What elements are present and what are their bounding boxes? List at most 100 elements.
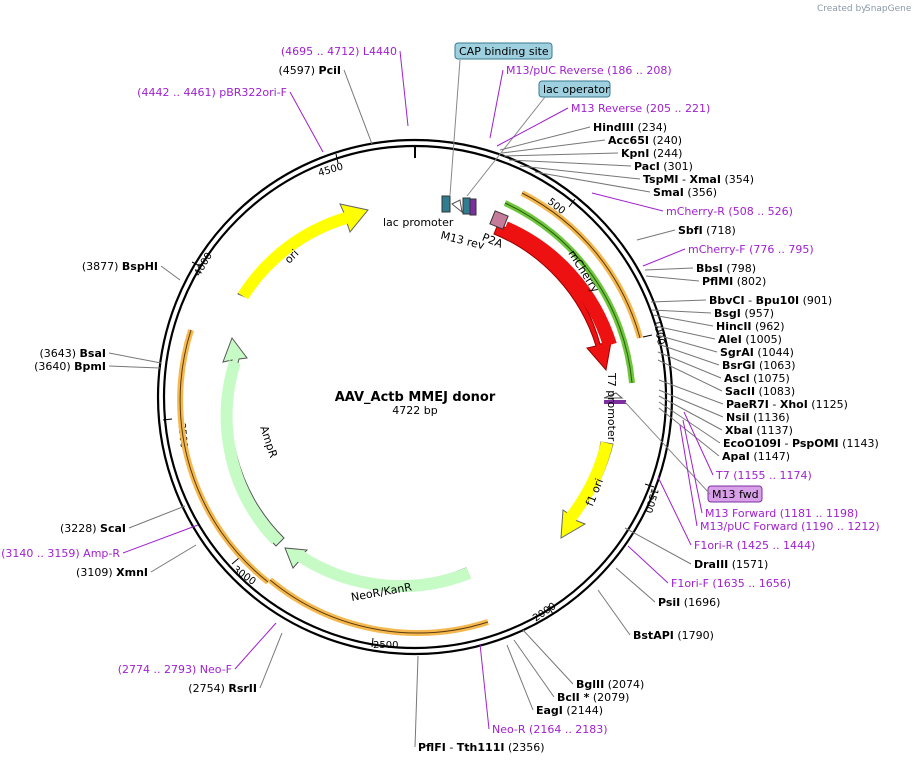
restriction-site-label: (2754) RsrII <box>188 682 257 695</box>
leader-right-38 <box>414 655 419 748</box>
plasmid-name: AAV_Actb MMEJ donor <box>335 390 496 405</box>
m13fwd-label: M13 fwd <box>712 488 759 501</box>
primer-label: M13/pUC Forward (1190 .. 1212) <box>700 520 880 533</box>
primer-label: (3140 .. 3159) Amp-R <box>1 547 120 560</box>
leader-right-29 <box>657 476 692 546</box>
leader-right-33 <box>597 589 631 636</box>
t7-promoter-feature[interactable] <box>604 400 626 404</box>
restriction-site-label: (4597) PciI <box>278 64 341 77</box>
leader-right-26 <box>683 411 714 476</box>
restriction-site-label: SmaI (356) <box>653 186 717 199</box>
restriction-site-label: BstAPI (1790) <box>633 629 714 642</box>
primer-label: M13/pUC Reverse (186 .. 208) <box>506 64 672 77</box>
restriction-site-label: HindIII (234) <box>593 121 667 134</box>
leader-left-6 <box>128 505 186 529</box>
leader-left-8 <box>150 544 197 573</box>
leader-right-31 <box>627 545 669 584</box>
primer-label: (4442 .. 4461) pBR322ori-F <box>137 86 287 99</box>
primer-label: (2774 .. 2793) Neo-F <box>118 663 232 676</box>
m13rev-label: M13 rev <box>439 229 486 253</box>
cap-binding-box[interactable] <box>454 42 553 60</box>
restriction-site-label: SgrAI (1044) <box>720 346 794 359</box>
restriction-site-label: (3228) ScaI <box>60 522 126 535</box>
lac-operator-box[interactable] <box>538 80 611 98</box>
credit-text: Created by <box>817 4 867 14</box>
leader-lines <box>108 50 724 748</box>
restriction-site-label: SacII (1083) <box>725 385 795 398</box>
leader-right-30 <box>624 527 692 565</box>
restriction-site-label: BsgI (957) <box>714 307 774 320</box>
restriction-site-label: PflFI - Tth111I (2356) <box>418 741 545 754</box>
ori-body <box>237 212 348 300</box>
primer-label: F1ori-F (1635 .. 1656) <box>671 577 791 590</box>
restriction-site-label: PacI (301) <box>634 160 693 173</box>
restriction-site-label: BclI * (2079) <box>557 691 629 704</box>
primer-label: mCherry-R (508 .. 526) <box>666 205 793 218</box>
restriction-site-label: NsiI (1136) <box>726 411 790 424</box>
leader-right-34 <box>522 629 574 685</box>
ampr-label: AmpR <box>257 424 280 460</box>
lac-promoter-label: lac promoter <box>383 216 454 229</box>
primer-label: T7 (1155 .. 1174) <box>715 469 812 482</box>
primer-label: M13 Reverse (205 .. 221) <box>571 102 710 115</box>
leader-right-25 <box>658 407 720 457</box>
restriction-site-label: BglII (2074) <box>576 678 644 691</box>
leader-left-3 <box>160 265 181 281</box>
restriction-site-label: (3643) BsaI <box>39 347 106 360</box>
leader-right-20 <box>657 359 723 392</box>
leader-right-13 <box>650 299 707 303</box>
leader-right-27 <box>682 419 703 514</box>
leader-right-3 <box>501 139 606 154</box>
leader-left-2 <box>289 91 324 153</box>
primer-label: (4695 .. 4712) L4440 <box>281 45 397 58</box>
restriction-site-label: EagI (2144) <box>536 704 603 717</box>
leader-right-2 <box>499 126 591 151</box>
restriction-site-label: AscI (1075) <box>724 372 790 385</box>
leader-right-37 <box>479 643 490 730</box>
ampr-cds-line <box>179 329 269 583</box>
leader-right-0 <box>489 69 504 139</box>
lacop-leader <box>466 96 546 197</box>
m13rev-feature[interactable] <box>469 198 477 216</box>
tick-label-2000: 2000 <box>531 601 558 624</box>
neokan-body <box>296 550 472 593</box>
cap-leader <box>449 59 461 196</box>
leader-right-1 <box>496 107 569 147</box>
leader-right-17 <box>656 334 718 353</box>
primer-label: F1ori-R (1425 .. 1444) <box>694 539 815 552</box>
plasmid-size: 4722 bp <box>392 404 437 417</box>
f1ori-body <box>563 441 613 525</box>
restriction-site-label: AleI (1005) <box>718 333 782 346</box>
p2a-feature[interactable] <box>489 210 509 230</box>
leader-right-9 <box>636 229 676 241</box>
leader-right-15 <box>652 314 714 327</box>
restriction-site-label: (3640) BpmI <box>34 360 106 373</box>
leader-right-24 <box>658 401 721 444</box>
tick-label-1000: 1000 <box>651 319 666 346</box>
restriction-site-label: ApaI (1147) <box>722 450 790 463</box>
right-labels: M13/pUC Reverse (186 .. 208) M13 Reverse … <box>1 45 880 754</box>
left-labels: (4597) PciI(3877) BspHI(3643) BsaI(3640)… <box>34 64 341 695</box>
mcherry-cds-line <box>521 192 641 339</box>
leader-right-14 <box>651 309 712 314</box>
cap-site-feature[interactable] <box>441 195 451 213</box>
leader-right-10 <box>642 248 686 267</box>
restriction-site-label: TspMI - XmaI (354) <box>643 173 754 186</box>
restriction-site-label: DraIII (1571) <box>694 558 768 571</box>
leader-right-21 <box>658 379 724 405</box>
lac-operator-feature[interactable] <box>462 197 471 215</box>
leader-right-23 <box>658 395 723 431</box>
leader-right-5 <box>508 159 632 167</box>
leader-right-11 <box>644 267 694 271</box>
leader-left-1 <box>343 69 373 145</box>
m13fwd-box[interactable] <box>707 485 763 503</box>
leader-right-35 <box>513 639 555 698</box>
m13fwd-leader <box>624 401 711 495</box>
leader-right-32 <box>615 567 656 603</box>
ampr-body <box>220 360 281 545</box>
t7-promoter-arrow-icon <box>603 392 624 399</box>
t7-promoter-label: T7 promoter <box>605 372 618 442</box>
restriction-site-label: PflMI (802) <box>702 275 766 288</box>
leader-right-19 <box>657 351 722 379</box>
